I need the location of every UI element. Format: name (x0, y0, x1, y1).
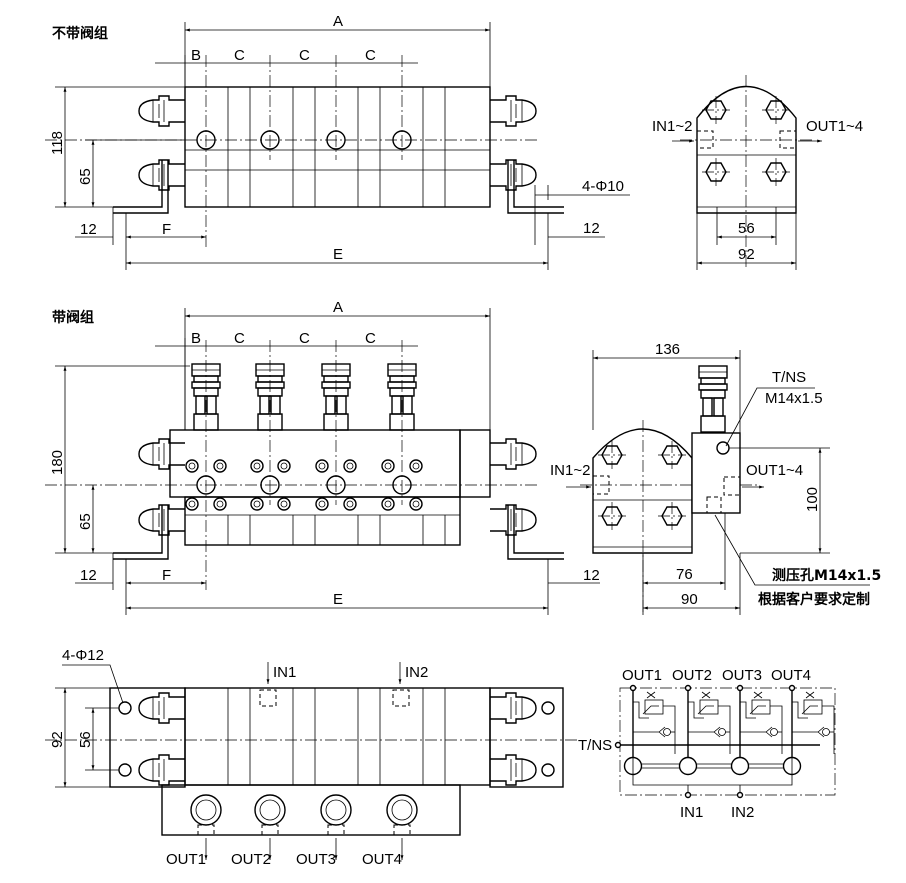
hydraulic-schematic: OUT1 OUT2 OUT3 OUT4 T/NS IN1 IN2 (578, 667, 836, 821)
dim-e: E (333, 246, 343, 263)
schematic-in2: IN2 (731, 804, 754, 821)
valve-icon (698, 365, 728, 433)
inlet-label: IN1~2 (652, 118, 692, 135)
hole-callout: 4-Φ10 (582, 178, 624, 195)
out3-label: OUT3 (296, 851, 336, 868)
hole-callout: 4-Φ12 (62, 647, 104, 664)
bolt-icon (701, 157, 731, 187)
schematic-out1: OUT1 (622, 667, 662, 684)
dim-b: B (191, 47, 201, 64)
dim-56: 56 (738, 220, 755, 237)
schematic-in1: IN1 (680, 804, 703, 821)
view-with-valve-front: 带阀组 (45, 299, 881, 615)
fitting-icon (138, 754, 186, 786)
dim-100: 100 (804, 487, 821, 512)
dim-92: 92 (49, 731, 66, 748)
out4-label: OUT4 (362, 851, 402, 868)
dim-f: F (162, 221, 171, 238)
outlet-label: OUT1~4 (746, 462, 803, 479)
dim-c: C (365, 330, 376, 347)
dim-c: C (299, 47, 310, 64)
dim-c: C (365, 47, 376, 64)
view-with-valve-side: IN1~2 OUT1~4 136 T/NS M14x1.5 100 76 90 … (550, 341, 881, 615)
fitting-icon (489, 692, 537, 724)
out1-label: OUT1 (166, 851, 206, 868)
bolt-icon (701, 95, 731, 125)
view1-title: 不带阀组 (52, 25, 108, 42)
bolt-icon (761, 157, 791, 187)
dim-136: 136 (655, 341, 680, 358)
fitting-icon (489, 504, 537, 536)
fitting-icon (138, 95, 186, 127)
bolt-icon (597, 501, 627, 531)
view-without-valve-side: IN1~2 OUT1~4 56 92 (652, 75, 863, 270)
custom-note: 根据客户要求定制 (758, 591, 870, 608)
bolt-icon (761, 95, 791, 125)
dim-12: 12 (80, 221, 97, 238)
bracket-left (113, 160, 169, 214)
fitting-icon (489, 95, 537, 127)
bolt-icon (657, 501, 687, 531)
view-top: IN1 IN2 OUT1 OUT2 OUT3 OUT4 92 56 4-Φ12 (45, 647, 580, 868)
dim-65: 65 (77, 168, 94, 185)
fitting-icon (489, 754, 537, 786)
schematic-out4: OUT4 (771, 667, 811, 684)
dim-76: 76 (676, 566, 693, 583)
valve-block (691, 432, 741, 514)
schematic-out3: OUT3 (722, 667, 762, 684)
bolt-icon (657, 440, 687, 470)
dim-e: E (333, 591, 343, 608)
dim-c: C (234, 47, 245, 64)
dim-12: 12 (583, 567, 600, 584)
manifold-body (184, 86, 491, 208)
schematic-out2: OUT2 (672, 667, 712, 684)
inlet-label: IN1~2 (550, 462, 590, 479)
dim-92: 92 (738, 246, 755, 263)
dim-12: 12 (80, 567, 97, 584)
dim-118: 118 (49, 131, 66, 155)
out2-label: OUT2 (231, 851, 271, 868)
view-without-valve-front: 不带阀组 A B C C C 118 65 12 (45, 13, 863, 270)
schematic-tns: T/NS (578, 737, 612, 754)
dim-a: A (333, 13, 343, 30)
fitting-icon (138, 692, 186, 724)
dim-b: B (191, 330, 201, 347)
in2-label: IN2 (405, 664, 428, 681)
dim-c: C (299, 330, 310, 347)
dim-f: F (162, 567, 171, 584)
outlet-label: OUT1~4 (806, 118, 863, 135)
dim-180: 180 (49, 450, 66, 475)
dim-12: 12 (583, 220, 600, 237)
dim-90: 90 (681, 591, 698, 608)
dim-c: C (234, 330, 245, 347)
tns-thread: M14x1.5 (765, 390, 823, 407)
dim-65: 65 (77, 513, 94, 530)
bolt-icon (597, 440, 627, 470)
gauge-port-label: 测压孔M14x1.5 (772, 567, 881, 584)
fitting-icon (489, 159, 537, 191)
outlet-ports (190, 794, 418, 836)
dim-a: A (333, 299, 343, 316)
view2-title: 带阀组 (52, 309, 94, 326)
in1-label: IN1 (273, 664, 296, 681)
fitting-icon (138, 438, 186, 470)
bracket-right (507, 160, 564, 214)
fitting-icon (489, 438, 537, 470)
dim-56: 56 (77, 731, 94, 748)
tns-label: T/NS (772, 369, 806, 386)
